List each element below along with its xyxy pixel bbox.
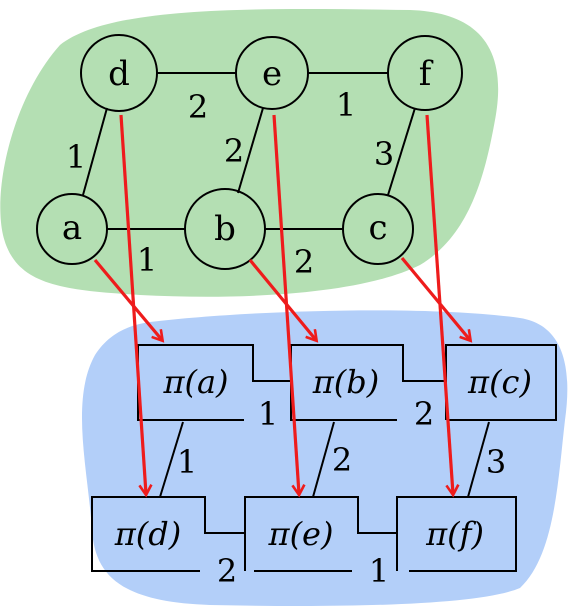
edge-d-a	[82, 107, 108, 196]
embed-weight-b-e: 2	[332, 441, 352, 479]
node-e-label: e	[262, 54, 282, 94]
weight-d-a: 1	[66, 138, 86, 176]
node-a-label: a	[62, 208, 82, 248]
weight-b-c: 2	[294, 243, 314, 281]
weight-d-e: 2	[188, 88, 208, 126]
node-d-label: d	[108, 54, 130, 94]
embed-upper-row-outline	[137, 344, 557, 421]
node-c-label: c	[368, 208, 387, 248]
node-f: f	[387, 35, 463, 111]
box-pi-a: π(a)	[162, 363, 228, 401]
arrow-c-to-pi-c	[400, 256, 470, 340]
box-pi-e: π(e)	[268, 515, 334, 553]
embed-weight-d-e: 2	[217, 552, 237, 590]
box-pi-f: π(f)	[425, 515, 484, 553]
box-pi-c: π(c)	[467, 363, 532, 401]
node-f-label: f	[419, 54, 434, 94]
weight-e-f: 1	[336, 86, 356, 124]
arrow-a-to-pi-a	[93, 258, 162, 340]
node-e: e	[235, 36, 309, 110]
arrow-b-to-pi-b	[248, 258, 316, 340]
node-b-label: b	[214, 209, 236, 249]
node-b: b	[184, 188, 266, 270]
arrow-e-to-pi-e	[272, 114, 299, 494]
edge-e-b	[237, 107, 264, 194]
embed-weight-a-b: 1	[258, 395, 278, 433]
box-pi-b: π(b)	[312, 363, 379, 401]
node-d: d	[80, 34, 158, 112]
weight-a-b: 1	[137, 241, 157, 279]
weight-f-c: 3	[374, 135, 394, 173]
box-pi-d: π(d)	[114, 515, 181, 553]
embed-weight-e-f: 1	[369, 552, 389, 590]
edge-f-c	[387, 107, 416, 196]
arrow-f-to-pi-f	[425, 114, 453, 494]
embed-edge-a-d	[159, 421, 184, 498]
arrow-d-to-pi-d	[119, 114, 146, 494]
embed-weight-b-c: 2	[414, 395, 434, 433]
embed-edge-b-e	[312, 421, 335, 498]
weight-e-b: 2	[224, 132, 244, 170]
node-c: c	[342, 193, 414, 265]
embed-weight-c-f: 3	[486, 443, 506, 481]
embed-weight-a-d: 1	[177, 443, 197, 481]
node-a: a	[36, 193, 108, 265]
embed-edge-c-f	[467, 421, 490, 498]
